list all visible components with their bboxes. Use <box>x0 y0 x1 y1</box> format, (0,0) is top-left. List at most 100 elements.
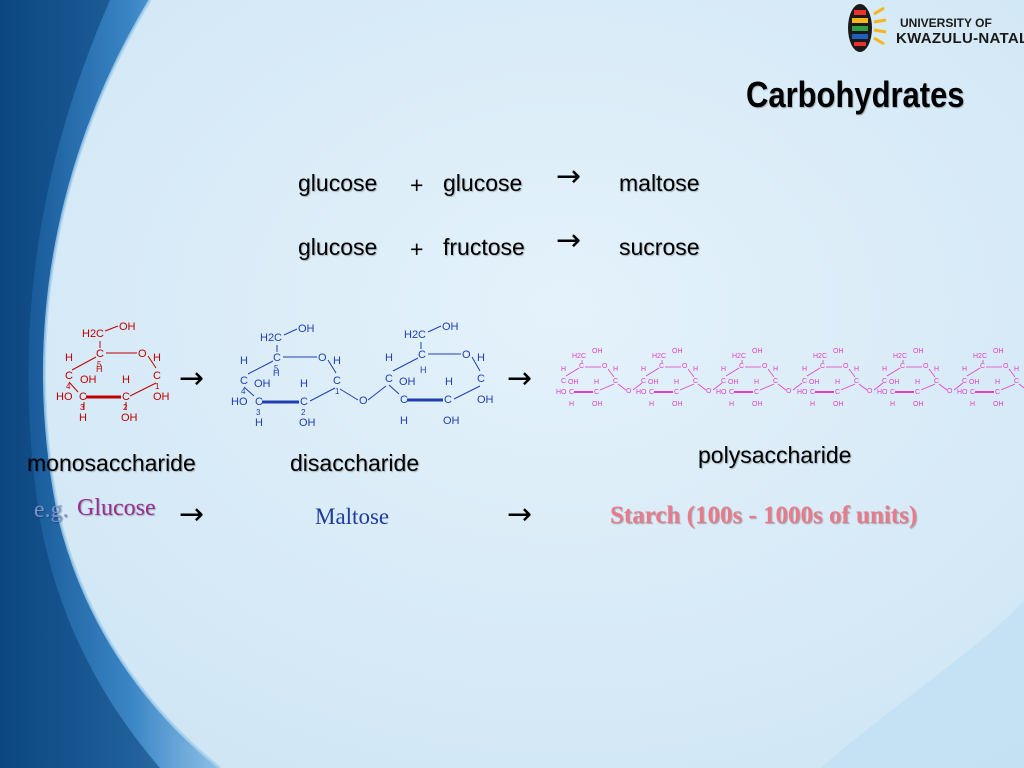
svg-text:H: H <box>79 412 87 424</box>
svg-text:H: H <box>561 366 566 373</box>
label-monosaccharide: monosaccharide <box>27 450 196 476</box>
shield-emblem-icon <box>848 4 887 52</box>
svg-text:H: H <box>273 368 280 378</box>
svg-text:O: O <box>602 363 608 370</box>
svg-text:HO: HO <box>231 396 248 408</box>
svg-text:C: C <box>273 352 281 364</box>
svg-text:2: 2 <box>301 408 306 417</box>
svg-text:H: H <box>96 364 103 374</box>
svg-text:H: H <box>385 352 393 364</box>
svg-text:H: H <box>122 374 130 386</box>
page-title: Carbohydrates <box>746 74 965 115</box>
svg-text:OH: OH <box>254 378 271 390</box>
example-eg: e.g. <box>34 497 69 523</box>
svg-text:H: H <box>300 378 308 390</box>
svg-text:HO: HO <box>556 389 567 396</box>
arrow-icon: → <box>556 159 582 194</box>
reactant-b: glucose <box>443 170 523 196</box>
svg-text:5: 5 <box>97 360 102 369</box>
arrow-icon: → <box>179 361 205 396</box>
svg-text:O: O <box>138 348 147 360</box>
arrow-icon: → <box>556 223 582 258</box>
svg-text:OH: OH <box>121 412 138 424</box>
svg-text:H: H <box>153 352 161 364</box>
svg-text:OH: OH <box>443 415 460 427</box>
svg-text:3: 3 <box>256 408 261 417</box>
reactant-a: glucose <box>298 234 378 260</box>
svg-text:OH: OH <box>592 348 603 355</box>
svg-text:4: 4 <box>66 382 71 391</box>
reactant-a: glucose <box>298 170 378 196</box>
svg-text:C: C <box>444 394 452 406</box>
example-starch: Starch (100s - 1000s of units) <box>610 502 918 529</box>
svg-text:OH: OH <box>442 321 459 333</box>
university-logo: UNIVERSITY OF KWAZULU-NATAL <box>838 2 1024 54</box>
reactant-b: fructose <box>443 234 525 260</box>
plus-sign: + <box>410 172 424 198</box>
svg-text:OH: OH <box>299 417 316 429</box>
svg-text:H: H <box>333 355 341 367</box>
svg-text:H: H <box>65 352 73 364</box>
arrow-icon: → <box>179 497 205 532</box>
svg-text:C: C <box>255 396 263 408</box>
plus-sign: + <box>410 236 424 262</box>
svg-text:H: H <box>420 365 427 375</box>
svg-text:C: C <box>594 389 599 396</box>
svg-text:OH: OH <box>568 379 579 386</box>
svg-text:H: H <box>445 376 453 388</box>
logo-line-1: UNIVERSITY OF <box>900 16 992 30</box>
starch-structure: H2C OH C O H H C OH H C HO C C O H OH <box>556 347 1024 409</box>
svg-text:1: 1 <box>335 387 340 396</box>
maltose-structure: H2C OH C 5 H O H H C 4 OH H C 1 HO C 3 C… <box>231 321 494 429</box>
arrow-icon: → <box>507 497 533 532</box>
product: sucrose <box>619 234 700 260</box>
svg-text:H2C: H2C <box>572 353 586 360</box>
svg-text:OH: OH <box>80 374 97 386</box>
svg-text:C: C <box>477 373 485 385</box>
example-glucose: Glucose <box>77 495 156 521</box>
svg-text:C: C <box>418 349 426 361</box>
glucose-structure: H2C OH C 5 H O H H C 4 OH H C 1 HO C 3 C… <box>56 321 170 424</box>
svg-text:OH: OH <box>153 391 170 403</box>
svg-text:H: H <box>613 366 618 373</box>
product: maltose <box>619 170 700 196</box>
svg-text:C: C <box>65 370 73 382</box>
svg-text:C: C <box>579 363 584 370</box>
svg-text:O: O <box>318 352 327 364</box>
svg-text:C: C <box>96 348 104 360</box>
svg-text:OH: OH <box>119 321 136 333</box>
svg-text:C: C <box>385 373 393 385</box>
svg-text:H: H <box>569 401 574 408</box>
svg-text:OH: OH <box>592 401 603 408</box>
svg-text:O: O <box>626 388 632 395</box>
svg-text:C: C <box>122 391 130 403</box>
svg-text:1: 1 <box>155 382 160 391</box>
svg-text:O: O <box>359 395 368 407</box>
svg-text:O: O <box>462 349 471 361</box>
svg-text:C: C <box>300 396 308 408</box>
svg-text:H: H <box>240 355 248 367</box>
svg-text:5: 5 <box>274 364 279 373</box>
svg-text:C: C <box>333 375 341 387</box>
svg-text:OH: OH <box>399 376 416 388</box>
svg-text:HO: HO <box>56 391 73 403</box>
svg-text:C: C <box>613 378 618 385</box>
svg-text:C: C <box>569 389 574 396</box>
svg-text:H: H <box>400 415 408 427</box>
svg-text:OH: OH <box>477 394 494 406</box>
svg-text:H: H <box>255 417 263 429</box>
svg-text:C: C <box>153 370 161 382</box>
svg-text:4: 4 <box>241 387 246 396</box>
svg-text:H2C: H2C <box>82 328 104 340</box>
svg-text:H2C: H2C <box>260 332 282 344</box>
label-disaccharide: disaccharide <box>290 450 420 476</box>
arrow-icon: → <box>507 361 533 396</box>
svg-text:H: H <box>594 379 599 386</box>
svg-text:H: H <box>477 352 485 364</box>
svg-text:C: C <box>561 378 566 385</box>
svg-text:C: C <box>240 375 248 387</box>
example-maltose: Maltose <box>315 504 390 529</box>
svg-text:OH: OH <box>298 323 315 335</box>
svg-text:C: C <box>400 394 408 406</box>
